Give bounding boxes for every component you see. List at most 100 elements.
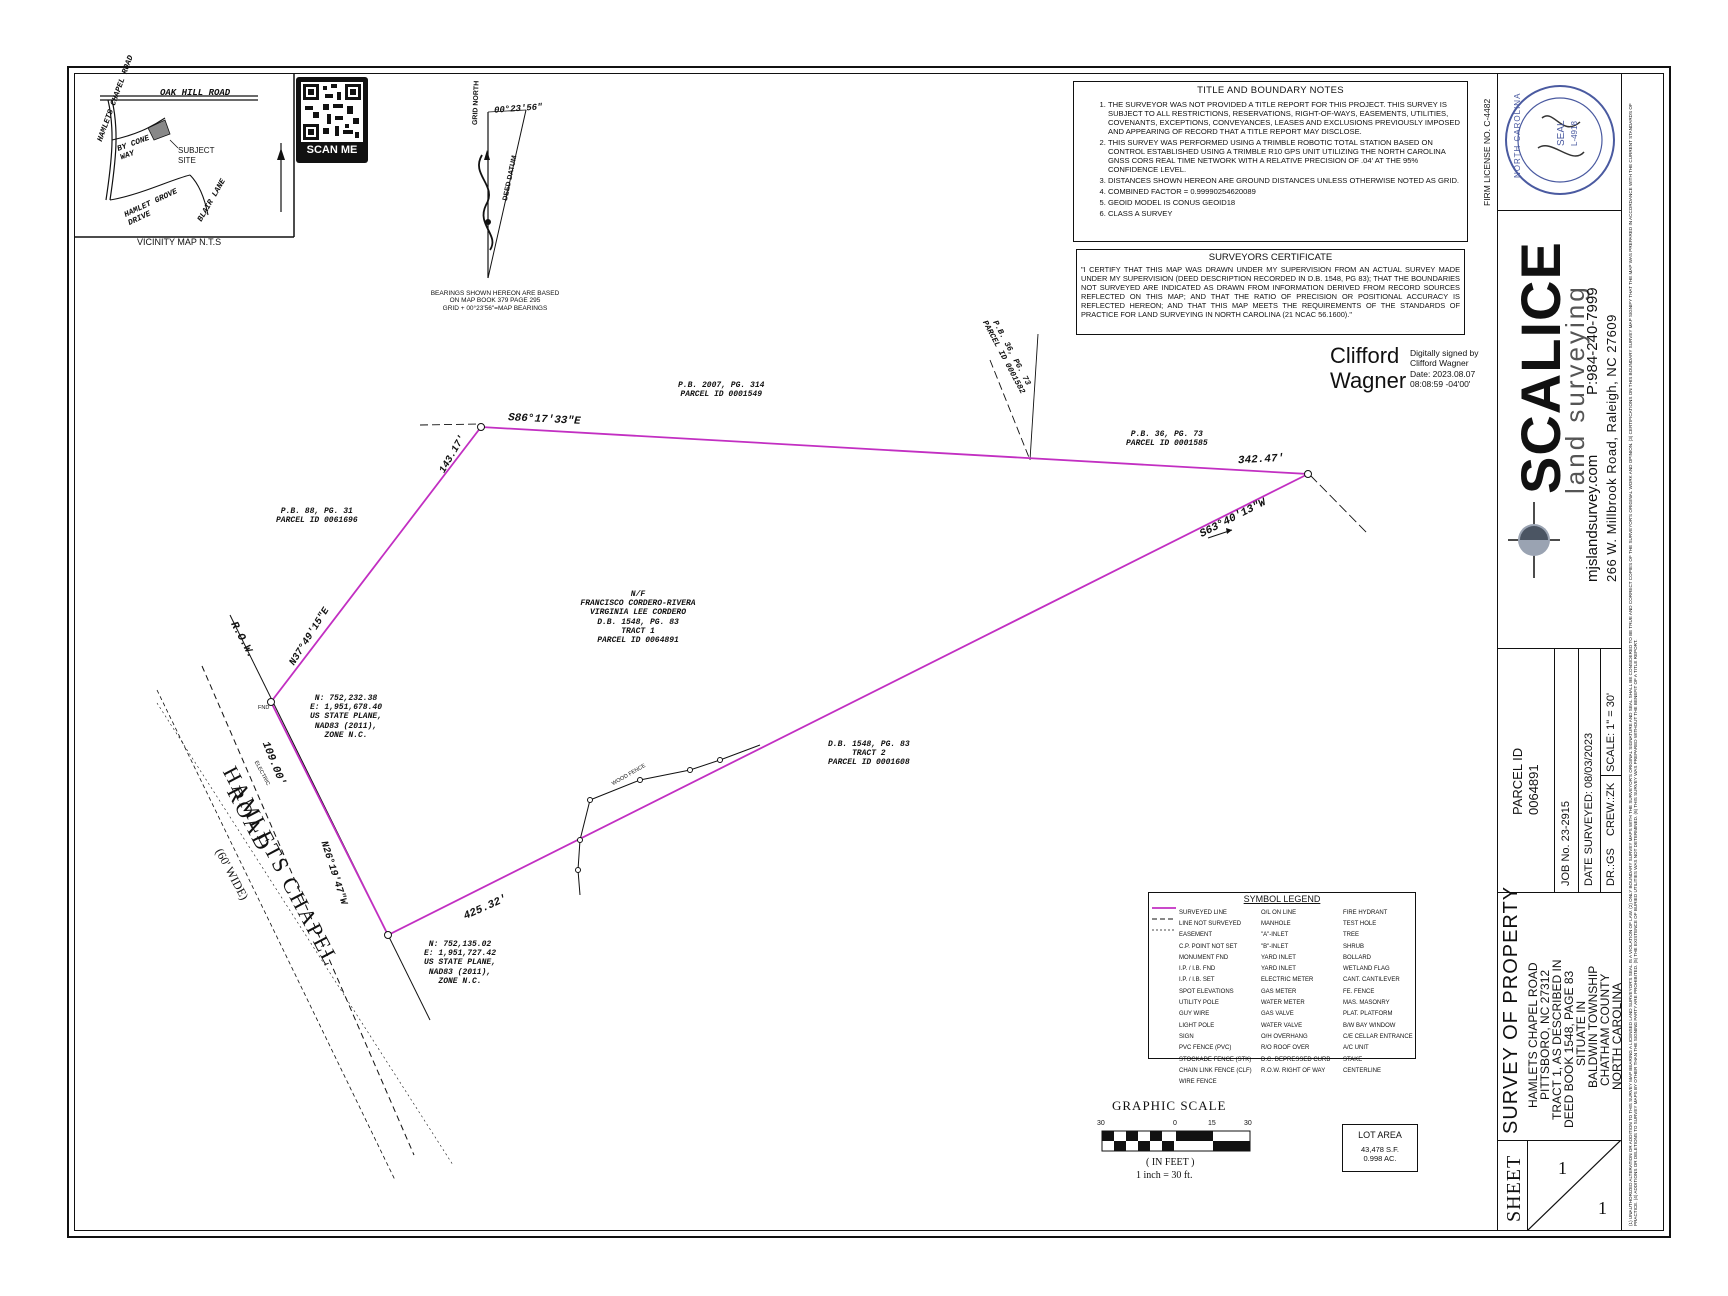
qr-code[interactable]: SCAN ME bbox=[296, 77, 368, 163]
graphic-scale-unit: ( IN FEET ) bbox=[1146, 1157, 1195, 1168]
signer-last-name: Wagner bbox=[1330, 368, 1407, 394]
legend-item: CENTERLINE bbox=[1343, 1067, 1382, 1074]
parcel-label-south: D.B. 1548, PG. 83 TRACT 2 PARCEL ID 0001… bbox=[828, 740, 910, 767]
qr-label: SCAN ME bbox=[306, 144, 358, 156]
parcel-line: P.B. 2007, PG. 314 bbox=[678, 381, 765, 390]
seal-number: L-4918 bbox=[1570, 121, 1579, 146]
parcel-line: PARCEL ID 0061696 bbox=[276, 516, 358, 525]
coordinate-line: N: 752,135.02 bbox=[428, 940, 492, 949]
legend-item: WIRE FENCE bbox=[1179, 1079, 1217, 1086]
surveyor-seal bbox=[1505, 85, 1615, 195]
note-item: DISTANCES SHOWN HEREON ARE GROUND DISTAN… bbox=[1108, 176, 1461, 186]
scale-tick: 30 bbox=[1097, 1120, 1105, 1127]
lot-area-ac: 0.998 AC. bbox=[1363, 1154, 1397, 1163]
job-divider bbox=[1600, 775, 1621, 776]
job-divider bbox=[1600, 648, 1601, 892]
legend-item: A/C UNIT bbox=[1343, 1045, 1369, 1052]
parcel-label-north: P.B. 2007, PG. 314 PARCEL ID 0001549 bbox=[678, 381, 764, 399]
legend-item: YARD INLET bbox=[1261, 954, 1296, 961]
coordinate-line: N: 752,232.38 bbox=[314, 694, 378, 703]
company-address: 266 W. Millbrook Road, Raleigh, NC 27609 bbox=[1604, 314, 1619, 582]
legend-item: SURVEYED LINE bbox=[1179, 909, 1227, 916]
legend-item: EASEMENT bbox=[1179, 932, 1213, 939]
legend-item: MONUMENT FND bbox=[1179, 954, 1229, 961]
title-divider-vertical bbox=[1621, 73, 1622, 1231]
parcel-label-west: P.B. 88, PG. 31 PARCEL ID 0061696 bbox=[276, 507, 358, 525]
fnd-label: FND bbox=[258, 705, 270, 711]
boundary-corners bbox=[267, 423, 1312, 939]
job-divider bbox=[1554, 648, 1555, 892]
signature-line: Date: 2023.08.07 bbox=[1410, 368, 1476, 379]
sheet-number: 1 bbox=[1558, 1158, 1567, 1178]
legend-item: LINE NOT SURVEYED bbox=[1179, 920, 1242, 927]
parcel-line: PARCEL ID 0001608 bbox=[828, 758, 910, 767]
certificate-heading: SURVEYORS CERTIFICATE bbox=[1208, 252, 1333, 263]
legend-item: ELECTRIC METER bbox=[1261, 977, 1314, 984]
note-item: GEOID MODEL IS CONUS GEOID18 bbox=[1108, 198, 1461, 208]
coordinate-line: US STATE PLANE, bbox=[424, 958, 497, 968]
survey-heading: SURVEY OF PROPERTY bbox=[1500, 885, 1522, 1134]
legend-line-symbols bbox=[1152, 907, 1176, 931]
coordinate-line: ZONE N.C. bbox=[438, 976, 482, 986]
legend-item: SPOT ELEVATIONS bbox=[1179, 988, 1234, 995]
north-arrow bbox=[478, 109, 527, 279]
parcel-line: P.B. 36, PG. 73 bbox=[1130, 430, 1203, 439]
note-item: COMBINED FACTOR = 0.99990254620089 bbox=[1108, 187, 1461, 197]
sheet-label: SHEET bbox=[1503, 1154, 1525, 1222]
legend-item: O/H OVERHANG bbox=[1261, 1033, 1308, 1040]
qr-pattern bbox=[301, 82, 363, 142]
legend-heading: SYMBOL LEGEND bbox=[1243, 894, 1321, 904]
digital-signature[interactable]: Clifford Wagner bbox=[1330, 343, 1406, 394]
graphic-scale-bar bbox=[1101, 1130, 1251, 1152]
signature-line: Clifford Wagner bbox=[1410, 358, 1469, 369]
vicinity-map bbox=[74, 73, 295, 238]
owner-line: FRANCISCO CORDERO-RIVERA bbox=[580, 599, 696, 609]
scale-tick: 0 bbox=[1173, 1120, 1177, 1127]
legend-item: MANHOLE bbox=[1261, 920, 1291, 927]
subject-site-marker bbox=[147, 119, 171, 141]
parcel-line: P.B. 88, PG. 31 bbox=[280, 507, 353, 516]
signature-line: Digitally signed by bbox=[1410, 348, 1479, 358]
parcel-line: TRACT 2 bbox=[852, 749, 886, 758]
parcel-line: PARCEL ID 0001585 bbox=[1126, 439, 1208, 448]
owner-line: D.B. 1548, PG. 83 bbox=[597, 617, 679, 627]
legend-item: C.P. POINT NOT SET bbox=[1179, 943, 1238, 950]
lot-area-box: LOT AREA 43,478 S.F. 0.998 AC. bbox=[1342, 1124, 1418, 1172]
legend-item: R/O ROOF OVER bbox=[1261, 1045, 1310, 1052]
coordinate-line: NAD83 (2011), bbox=[428, 967, 492, 977]
owner-line: TRACT 1 bbox=[621, 626, 655, 636]
legend-item: CANT. CANTILEVER bbox=[1343, 977, 1400, 984]
notes-heading: TITLE AND BOUNDARY NOTES bbox=[1197, 85, 1344, 96]
vicinity-caption: VICINITY MAP N.T.S bbox=[137, 237, 222, 247]
scale-tick: 30 bbox=[1244, 1120, 1252, 1127]
graphic-scale-ratio: 1 inch = 30 ft. bbox=[1136, 1170, 1193, 1181]
owner-label: N/F FRANCISCO CORDERO-RIVERA VIRGINIA LE… bbox=[548, 590, 728, 645]
sheet-diagonal bbox=[1527, 1140, 1621, 1231]
coordinate-line: E: 1,951,678.40 bbox=[310, 703, 383, 713]
legend-column-2: O/L ON LINE MANHOLE "A"-INLET "B"-INLET … bbox=[1261, 907, 1330, 1076]
legend-item: TEST HOLE bbox=[1343, 920, 1377, 927]
legend-item: STOCKADE FENCE (STK) bbox=[1179, 1056, 1252, 1063]
lot-area-title: LOT AREA bbox=[1358, 1130, 1402, 1140]
legend-item: I.P. / I.B. FND bbox=[1179, 966, 1216, 973]
job-number: JOB No. 23-2915 bbox=[1560, 801, 1572, 886]
company-phone: P:984-240-7999 bbox=[1584, 287, 1601, 395]
owner-line: VIRGINIA LEE CORDERO bbox=[589, 608, 686, 618]
legend-column-1: SURVEYED LINE LINE NOT SURVEYED EASEMENT… bbox=[1179, 907, 1252, 1088]
bearings-note: BEARINGS SHOWN HEREON ARE BASED ON MAP B… bbox=[420, 290, 570, 312]
legend-item: YARD INLET bbox=[1261, 966, 1296, 973]
legend-item: "B"-INLET bbox=[1261, 943, 1289, 950]
legend-item: FIRE HYDRANT bbox=[1343, 909, 1388, 916]
coordinate-line: NAD83 (2011), bbox=[314, 721, 378, 731]
company-website: mjslandsurvey.com bbox=[1584, 454, 1601, 582]
signature-details: Digitally signed by Clifford Wagner Date… bbox=[1410, 348, 1479, 389]
parcel-line: D.B. 1548, PG. 83 bbox=[828, 740, 910, 749]
legend-item: PLAT. PLATFORM bbox=[1343, 1011, 1393, 1018]
signer-first-name: Clifford bbox=[1330, 343, 1400, 368]
certificate-text: "I CERTIFY THAT THIS MAP WAS DRAWN UNDER… bbox=[1081, 265, 1460, 319]
legend-item: STAKE bbox=[1343, 1056, 1363, 1063]
sheet-total: 1 bbox=[1598, 1198, 1607, 1218]
legend-item: SIGN bbox=[1179, 1033, 1194, 1040]
title-block bbox=[1497, 73, 1665, 1231]
legend-item: I.P. / I.B. SET bbox=[1179, 977, 1215, 984]
